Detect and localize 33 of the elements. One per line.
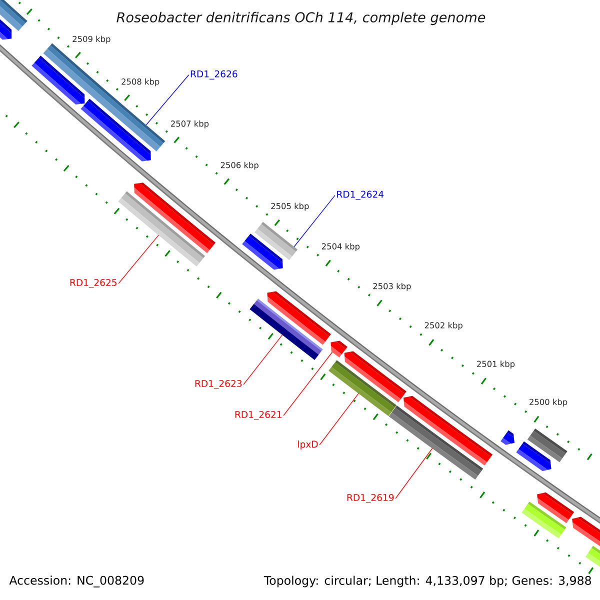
gene-block	[330, 340, 348, 358]
tick-label: 2500 kbp	[530, 398, 568, 407]
gene-label: lpxD	[298, 440, 318, 450]
gene-label: RD1_2623	[195, 380, 242, 390]
leader-line	[146, 74, 190, 126]
tick-label: 2502 kbp	[424, 322, 462, 330]
genome-summary: Topology: circular; Length: 4,133,097 bp; Genes: 3,988	[264, 576, 591, 588]
gene-label: RD1_2624	[337, 190, 384, 200]
gene-label: RD1_2626	[190, 70, 238, 80]
leader-line	[283, 352, 333, 416]
gene-bar	[254, 222, 298, 260]
leader-line	[395, 448, 433, 499]
tick-label: 2506 kbp	[220, 162, 258, 170]
tick-label: 2503 kbp	[373, 282, 411, 291]
leader-line	[319, 393, 359, 446]
gene-bar	[118, 191, 206, 266]
gene-label: RD1_2621	[235, 410, 282, 420]
gene-bar	[43, 43, 166, 152]
gene-bar	[250, 298, 323, 360]
tick-label: 2507 kbp	[171, 120, 209, 128]
tick-label: 2501 kbp	[477, 360, 515, 369]
gene-bar	[388, 406, 484, 480]
tick-label: 2508 kbp	[122, 78, 160, 86]
tick-label: 2505 kbp	[271, 202, 309, 211]
accession-label: Accession: NC_008209	[9, 576, 144, 588]
leader-line	[294, 194, 336, 248]
gene-label: RD1_2625	[70, 278, 116, 288]
gene-bar	[328, 360, 397, 416]
map-title: Roseobacter denitrificans OCh 114, complete genome	[116, 12, 486, 26]
leader-line	[243, 334, 283, 385]
gene-label: RD1_2619	[347, 494, 394, 504]
tick-label: 2504 kbp	[322, 243, 360, 252]
leader-line	[118, 234, 159, 284]
